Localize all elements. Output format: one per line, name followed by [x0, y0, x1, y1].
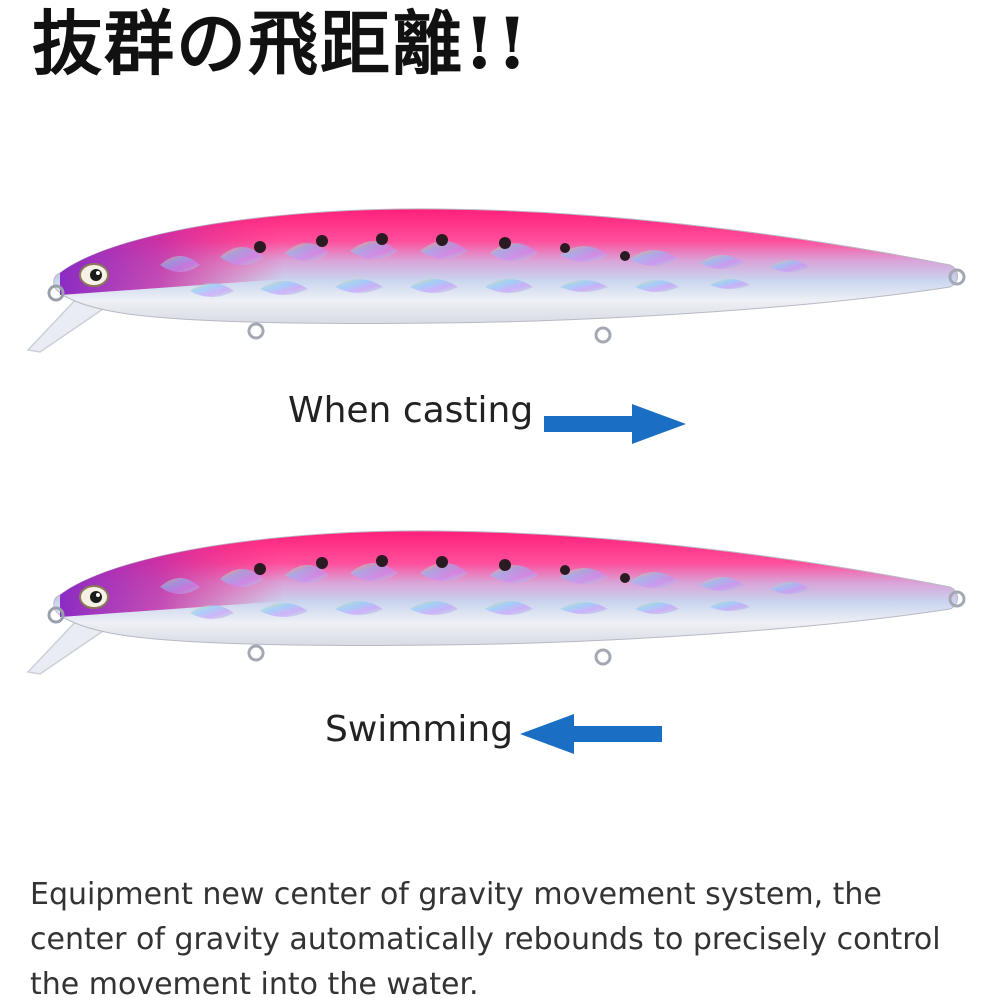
feature-description: Equipment new center of gravity movement… [30, 877, 941, 1000]
lure-image-swimming [26, 530, 966, 675]
headline-title: 抜群の飛距離!! [32, 2, 530, 85]
swimming-label: Swimming [325, 709, 514, 750]
arrow-left-icon [520, 714, 662, 754]
casting-label: When casting [288, 390, 534, 431]
arrow-right-icon [544, 404, 686, 444]
lure-image-casting [26, 208, 966, 353]
